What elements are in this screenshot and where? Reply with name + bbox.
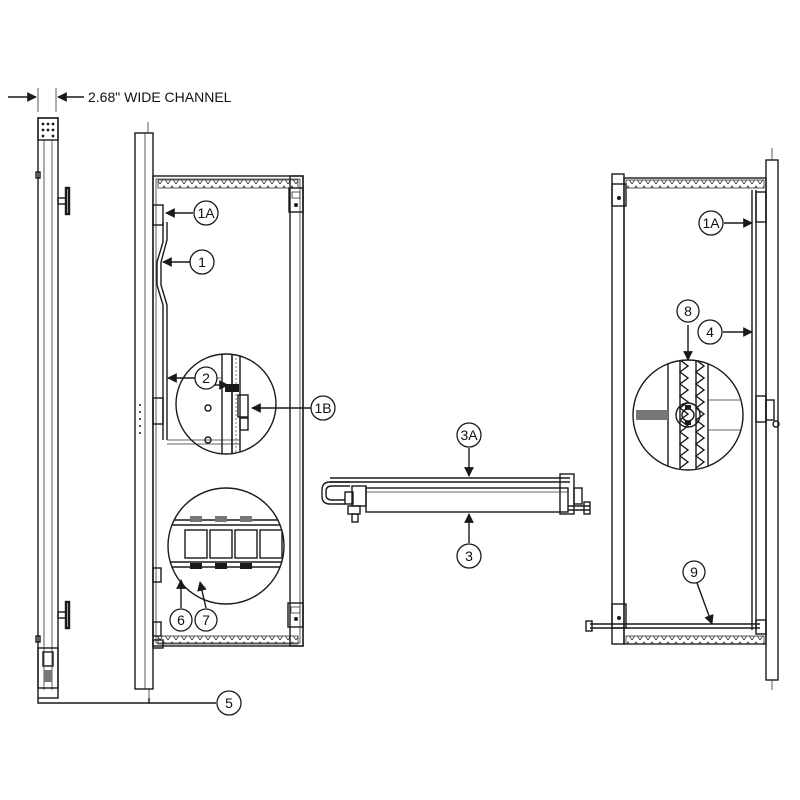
- svg-text:1: 1: [198, 254, 206, 270]
- svg-text:1A: 1A: [702, 215, 720, 231]
- right-door-assembly: [585, 148, 780, 690]
- svg-text:3: 3: [465, 548, 473, 564]
- side-channel-view: [35, 117, 71, 699]
- callout-9: 9: [682, 560, 706, 584]
- svg-text:1A: 1A: [197, 205, 215, 221]
- svg-text:4: 4: [706, 324, 714, 340]
- callout-1a-left: 1A: [193, 200, 219, 226]
- svg-text:3A: 3A: [460, 427, 478, 443]
- svg-text:1B: 1B: [314, 400, 331, 416]
- callout-2: 2: [194, 366, 218, 390]
- callout-1: 1: [189, 249, 215, 275]
- detail-view-rollers: [167, 487, 285, 605]
- svg-text:9: 9: [690, 564, 698, 580]
- callout-6: 6: [169, 608, 193, 632]
- svg-text:6: 6: [177, 612, 185, 628]
- callout-1b: 1B: [310, 395, 336, 421]
- svg-text:7: 7: [202, 612, 210, 628]
- callout-7: 7: [194, 608, 218, 632]
- callout-8: 8: [676, 299, 700, 323]
- callout-3a: 3A: [456, 422, 482, 448]
- left-door-assembly: [134, 122, 304, 698]
- detail-view-gear: [632, 359, 744, 471]
- svg-text:5: 5: [225, 695, 233, 711]
- detail-view-latch: [175, 353, 277, 455]
- leader-lines: [37, 208, 753, 704]
- actuator-assembly: [321, 473, 591, 523]
- callout-5: 5: [216, 690, 242, 716]
- svg-text:8: 8: [684, 303, 692, 319]
- svg-text:2: 2: [202, 370, 210, 386]
- callout-4: 4: [697, 319, 723, 345]
- channel-width-dimension: 2.68" WIDE CHANNEL: [8, 88, 232, 112]
- callout-1a-right: 1A: [698, 210, 724, 236]
- dimension-label: 2.68" WIDE CHANNEL: [88, 89, 232, 105]
- callout-3: 3: [456, 543, 482, 569]
